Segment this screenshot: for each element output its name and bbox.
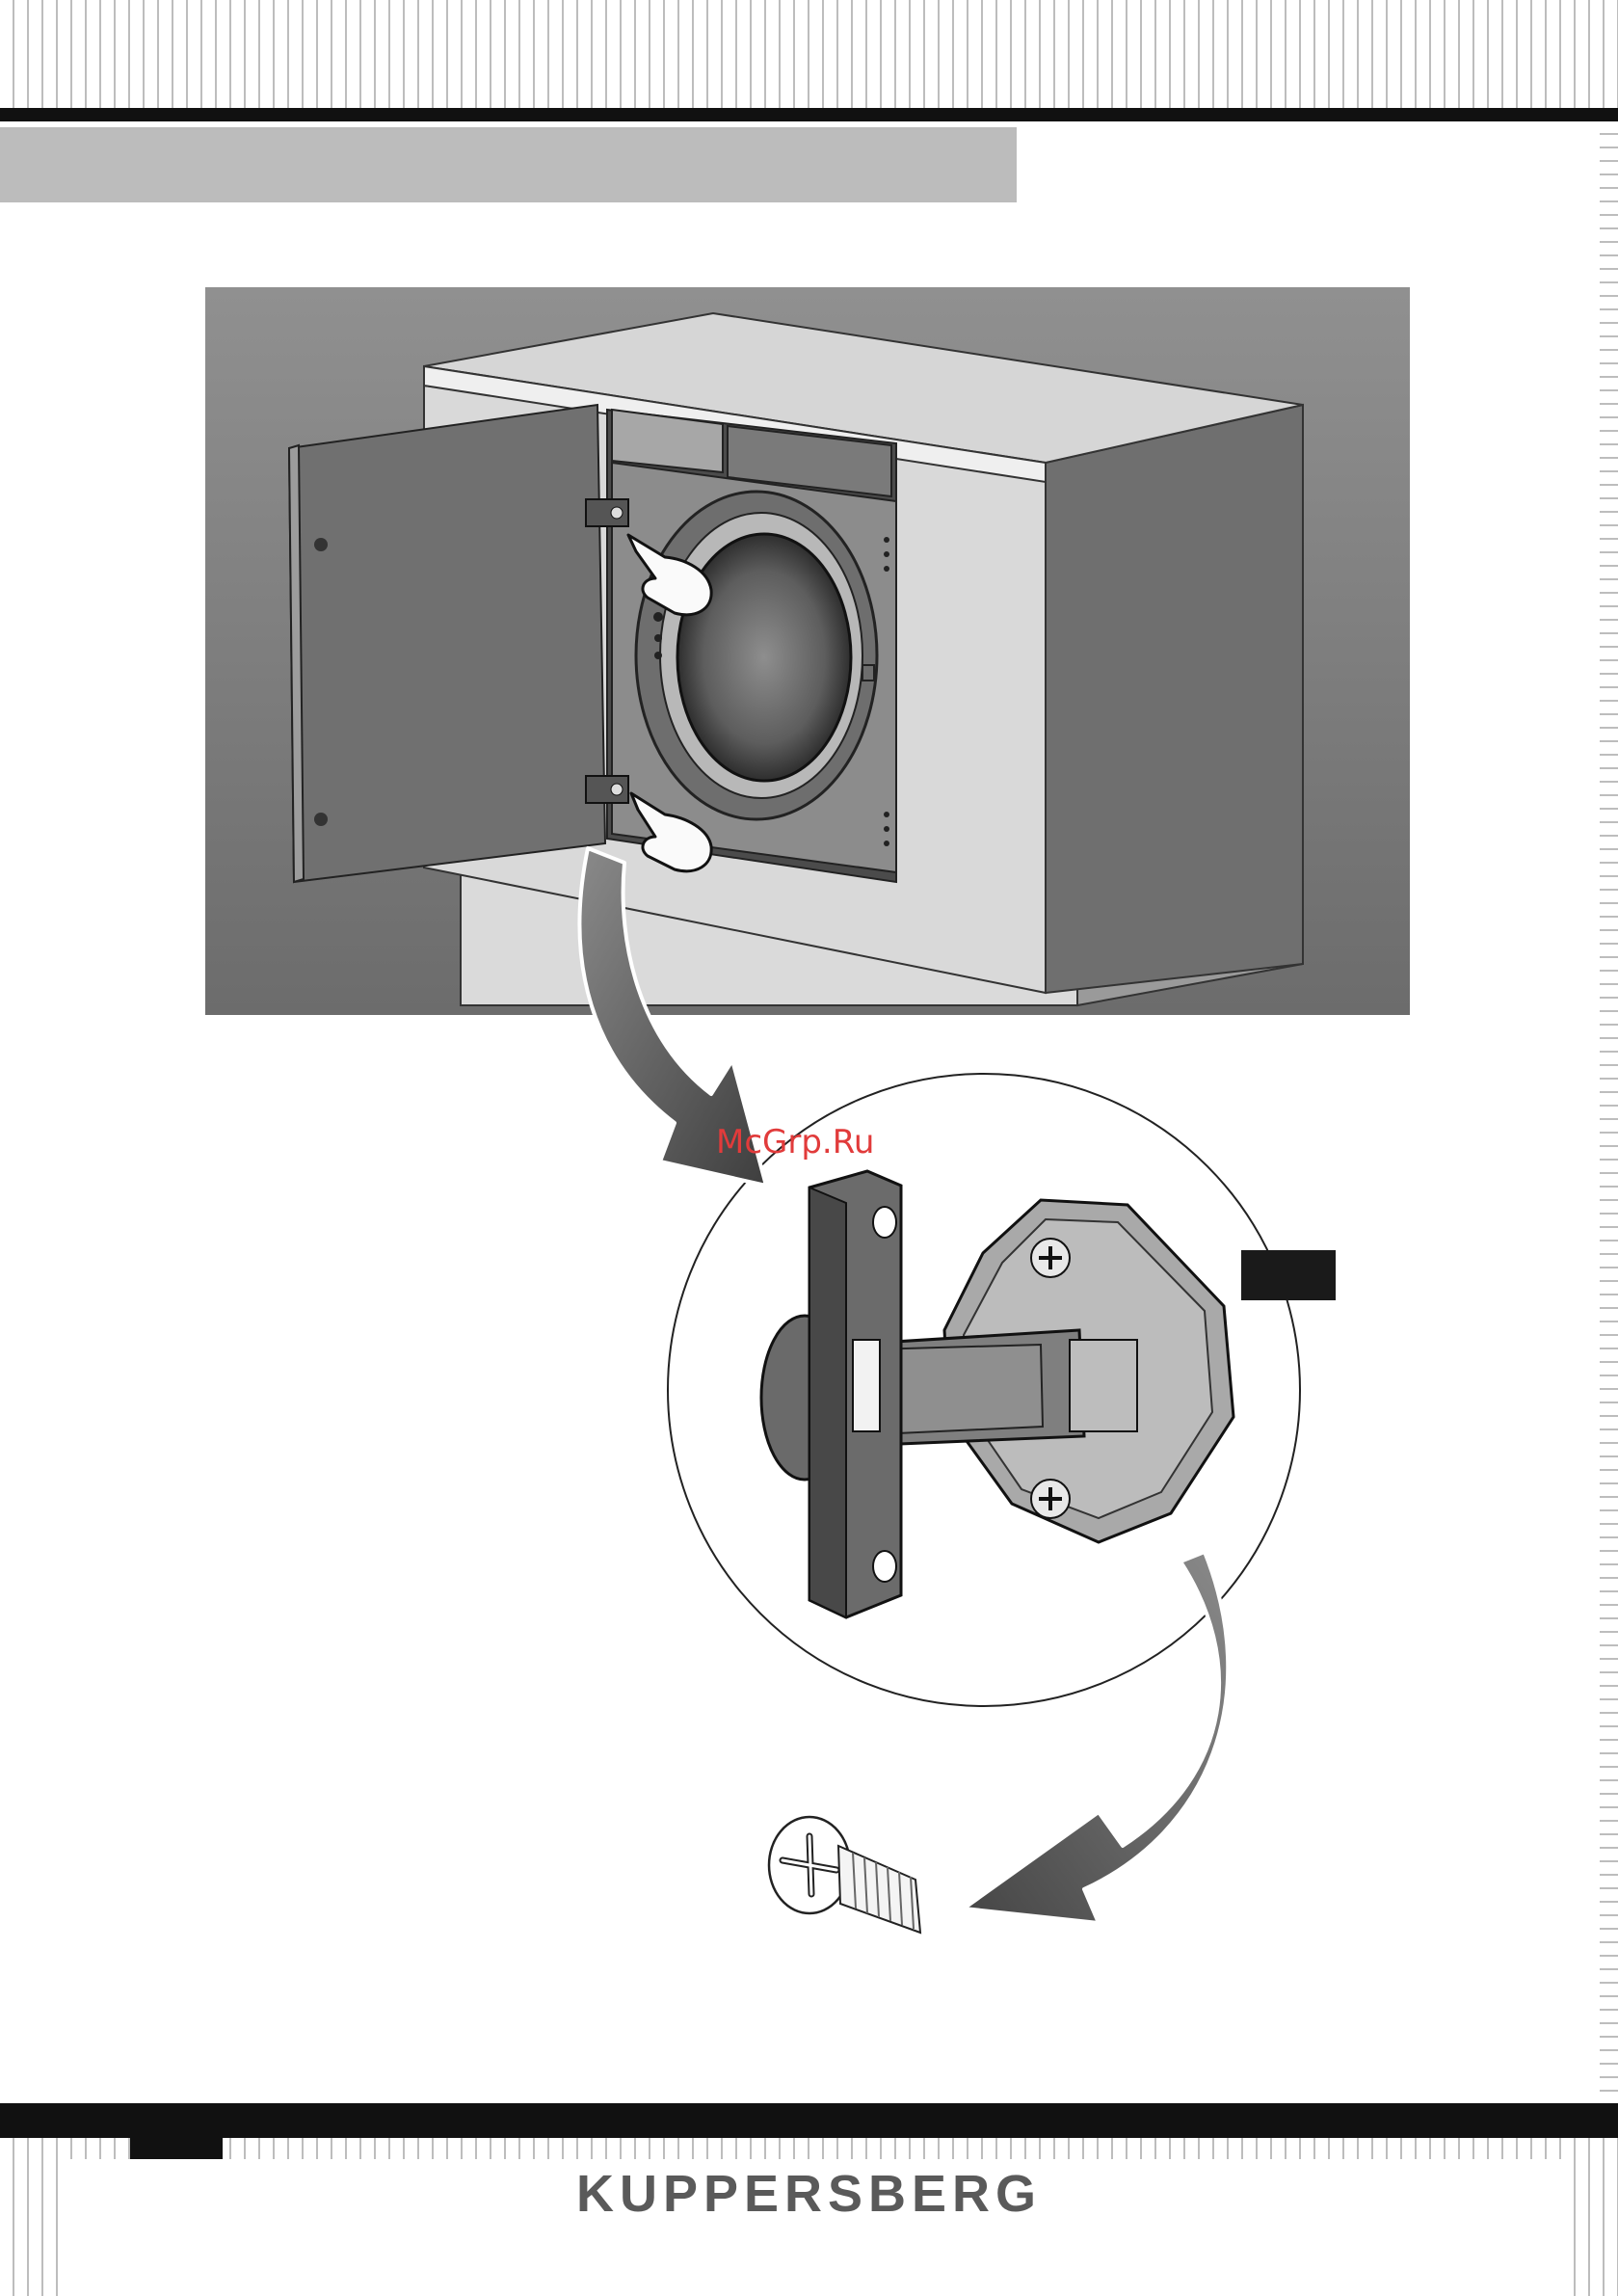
furniture-door (289, 405, 605, 882)
plate-screw-top-icon (1031, 1239, 1070, 1277)
page-number-tab (130, 2138, 223, 2159)
watermark-text: McGrp.Ru (716, 1123, 874, 1161)
plate-screw-bottom-icon (1031, 1480, 1070, 1518)
callout-label-tag (1241, 1250, 1336, 1300)
screw-icon (769, 1817, 920, 1933)
hinge-upper-icon (586, 499, 628, 526)
bottom-rule (0, 2103, 1618, 2138)
brand-logo-text: KUPPERSBERG (0, 2164, 1618, 2224)
hinge-lower-icon (586, 776, 628, 803)
cabinet-scene (205, 287, 1410, 1015)
